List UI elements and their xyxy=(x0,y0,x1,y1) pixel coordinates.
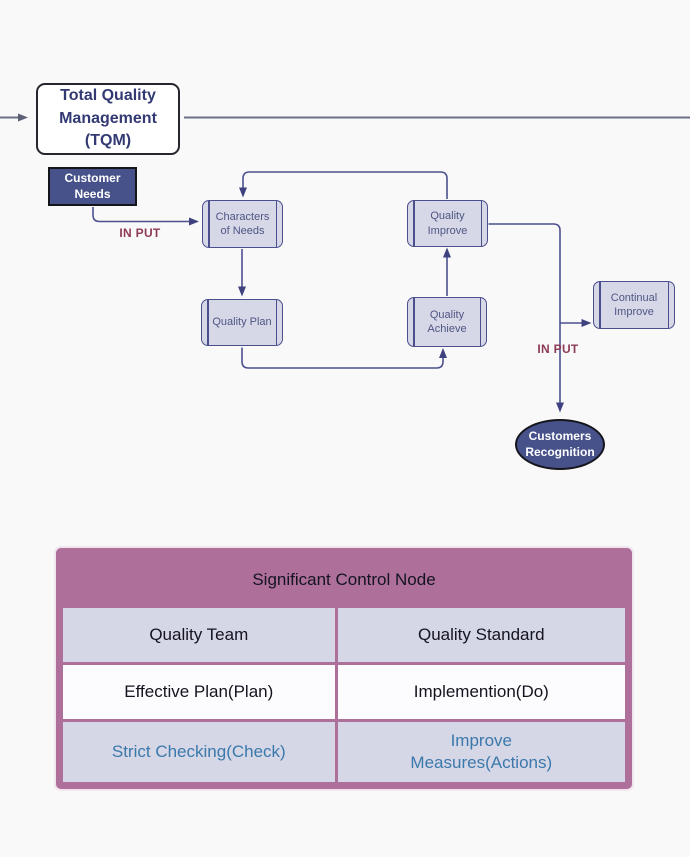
process-side-bar xyxy=(275,300,277,345)
input-label-1: IN PUT xyxy=(119,226,161,240)
connector-customer-needs-to-characters xyxy=(92,207,199,226)
process-side-bar xyxy=(480,201,482,246)
process-side-bar xyxy=(479,298,481,346)
connector-feedback-improve-to-characters xyxy=(239,171,448,199)
process-box-quality-achieve: Quality Achieve xyxy=(407,297,487,347)
process-side-bar xyxy=(207,300,209,345)
table-row: Quality Team Quality Standard xyxy=(60,605,628,665)
process-box-label: Continual Improve xyxy=(610,291,658,318)
process-box-quality-improve: Quality Improve xyxy=(407,200,488,247)
customer-needs-box: Customer Needs xyxy=(48,167,137,206)
cell-improve-measures: Improve Measures(Actions) xyxy=(334,719,628,785)
customers-recognition-ellipse: Customers Recognition xyxy=(515,419,605,470)
connector-quality-improve-to-customers-recognition xyxy=(488,223,564,413)
process-side-bar xyxy=(275,201,277,247)
cell-effective-plan: Effective Plan(Plan) xyxy=(60,662,338,722)
tqm-title-box: Total Quality Management (TQM) xyxy=(36,83,180,155)
process-box-continual-improve: Continual Improve xyxy=(593,281,675,329)
cell-strict-checking: Strict Checking(Check) xyxy=(60,719,338,785)
significant-control-node-table-frame: Significant Control Node Quality Team Qu… xyxy=(56,548,632,789)
process-box-characters-of-needs: Characters of Needs xyxy=(202,200,283,248)
table-row: Effective Plan(Plan) Implemention(Do) xyxy=(60,662,628,722)
process-side-bar xyxy=(599,282,601,328)
process-side-bar xyxy=(413,201,415,246)
process-side-bar xyxy=(208,201,210,247)
process-box-label: Quality Achieve xyxy=(427,308,467,335)
significant-control-node-table: Significant Control Node Quality Team Qu… xyxy=(60,552,628,785)
process-side-bar xyxy=(413,298,415,346)
table-title: Significant Control Node xyxy=(60,552,628,608)
process-box-quality-plan: Quality Plan xyxy=(201,299,283,346)
process-box-label: Quality Improve xyxy=(427,210,468,237)
process-side-bar xyxy=(667,282,669,328)
table-row: Strict Checking(Check) Improve Measures(… xyxy=(60,719,628,785)
process-box-label: Characters of Needs xyxy=(215,210,270,237)
process-box-label: Quality Plan xyxy=(212,316,272,329)
connector-quality-plan-to-quality-achieve xyxy=(241,347,447,369)
cell-quality-team: Quality Team xyxy=(60,605,338,665)
cell-quality-standard: Quality Standard xyxy=(334,605,628,665)
table-header-row: Significant Control Node xyxy=(60,552,628,608)
cell-implemention: Implemention(Do) xyxy=(334,662,628,722)
input-label-2: IN PUT xyxy=(537,342,579,356)
